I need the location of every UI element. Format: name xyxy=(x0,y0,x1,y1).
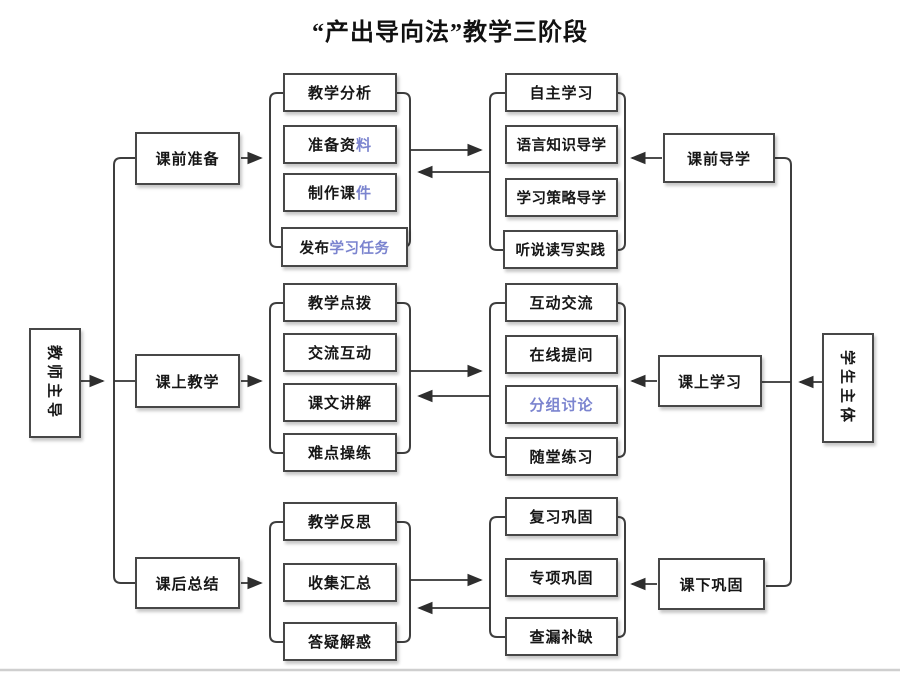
bracket-g2-right xyxy=(616,92,626,251)
box-fill-gaps: 查漏补缺 xyxy=(505,617,618,656)
box-label: 查漏补缺 xyxy=(529,628,594,646)
box-label: 课后总结 xyxy=(155,574,220,593)
box-label: 在线提问 xyxy=(529,346,594,364)
bracket-g4-right xyxy=(616,302,626,458)
box-special-consolidation: 专项巩固 xyxy=(505,558,618,597)
bracket-g4-left xyxy=(489,302,506,458)
box-prepare-materials: 准备资料 xyxy=(283,125,397,164)
box-label: 复习巩固 xyxy=(529,508,594,526)
box-label: 专项巩固 xyxy=(529,569,594,587)
box-label: 课前准备 xyxy=(155,150,220,168)
box-label: 课上学习 xyxy=(677,372,742,391)
box-communication-interaction: 交流互动 xyxy=(283,333,397,372)
bracket-g2-left xyxy=(489,92,506,251)
box-label: 课上教学 xyxy=(155,372,220,391)
box-label-tinted: 学习任务 xyxy=(329,240,390,257)
bracket-g5-left xyxy=(269,521,284,643)
box-pre-class-guide: 课前导学 xyxy=(663,133,775,183)
box-autonomous-learning: 自主学习 xyxy=(505,73,618,112)
box-label: 收集汇总 xyxy=(307,574,372,592)
bracket-g1-right xyxy=(396,92,411,248)
box-difficult-points-drill: 难点操练 xyxy=(283,433,397,472)
box-teaching-guidance: 教学点拨 xyxy=(283,283,397,322)
box-text-explanation: 课文讲解 xyxy=(283,383,397,422)
box-collect-summarize: 收集汇总 xyxy=(283,563,397,602)
box-online-questions: 在线提问 xyxy=(505,335,618,374)
box-label: 发布 xyxy=(299,240,330,257)
box-listening-speaking-reading-writing-practice: 听说读写实践 xyxy=(503,230,618,269)
right-spine xyxy=(766,157,792,587)
box-label: 答疑解惑 xyxy=(307,633,372,651)
box-label-tinted: 料 xyxy=(356,136,373,154)
box-teaching-analysis: 教学分析 xyxy=(283,73,397,112)
box-label: 学习策略导学 xyxy=(516,191,607,207)
box-label-tinted: 件 xyxy=(356,184,373,202)
box-label: 教学点拨 xyxy=(307,294,372,312)
box-language-knowledge-guide: 语言知识导学 xyxy=(505,125,618,164)
box-stage-pre-class-prep: 课前准备 xyxy=(135,132,240,185)
box-student-centered: 学生主体 xyxy=(822,333,874,443)
box-label: 课前导学 xyxy=(686,149,751,168)
bracket-g3-right xyxy=(396,302,411,454)
box-label: 教学反思 xyxy=(307,513,372,531)
box-in-class-exercises: 随堂练习 xyxy=(505,437,618,476)
box-teaching-reflection: 教学反思 xyxy=(283,502,397,541)
left-spine xyxy=(113,157,136,584)
box-label: 自主学习 xyxy=(529,84,594,102)
box-teacher-led: 教师主导 xyxy=(29,328,81,438)
box-label-tinted: 分组讨论 xyxy=(529,396,594,414)
box-review-consolidate: 复习巩固 xyxy=(505,497,618,536)
box-stage-in-class-teaching: 课上教学 xyxy=(135,354,240,408)
box-group-discussion: 分组讨论 xyxy=(505,385,618,424)
box-after-class-consolidation: 课下巩固 xyxy=(658,558,765,610)
box-label: 语言知识导学 xyxy=(516,138,607,154)
box-label: 教师主导 xyxy=(45,344,64,421)
box-label: 课下巩固 xyxy=(679,575,744,594)
box-answer-questions: 答疑解惑 xyxy=(283,622,397,661)
box-label: 难点操练 xyxy=(307,444,372,462)
bracket-g6-right xyxy=(616,516,626,638)
box-learning-strategy-guide: 学习策略导学 xyxy=(505,178,618,217)
box-label: 学生主体 xyxy=(838,349,857,426)
bracket-g6-left xyxy=(489,516,506,638)
bracket-g1-left xyxy=(269,92,284,248)
box-label: 随堂练习 xyxy=(529,448,594,466)
box-in-class-learning: 课上学习 xyxy=(658,355,762,407)
box-label: 交流互动 xyxy=(307,344,372,362)
diagram-title: “产出导向法”教学三阶段 xyxy=(312,20,588,46)
box-create-courseware: 制作课件 xyxy=(283,173,397,212)
box-publish-learning-tasks: 发布学习任务 xyxy=(281,227,408,267)
box-label: 制作课 xyxy=(307,184,356,202)
box-label: 教学分析 xyxy=(307,84,372,102)
box-stage-after-class-summary: 课后总结 xyxy=(135,557,240,609)
box-label: 准备资 xyxy=(307,136,356,154)
bracket-g5-right xyxy=(396,521,411,643)
box-label: 课文讲解 xyxy=(307,394,372,412)
box-label: 听说读写实践 xyxy=(515,243,606,259)
box-interactive-communication: 互动交流 xyxy=(505,283,618,322)
bracket-g3-left xyxy=(269,302,284,454)
box-label: 互动交流 xyxy=(529,294,594,312)
